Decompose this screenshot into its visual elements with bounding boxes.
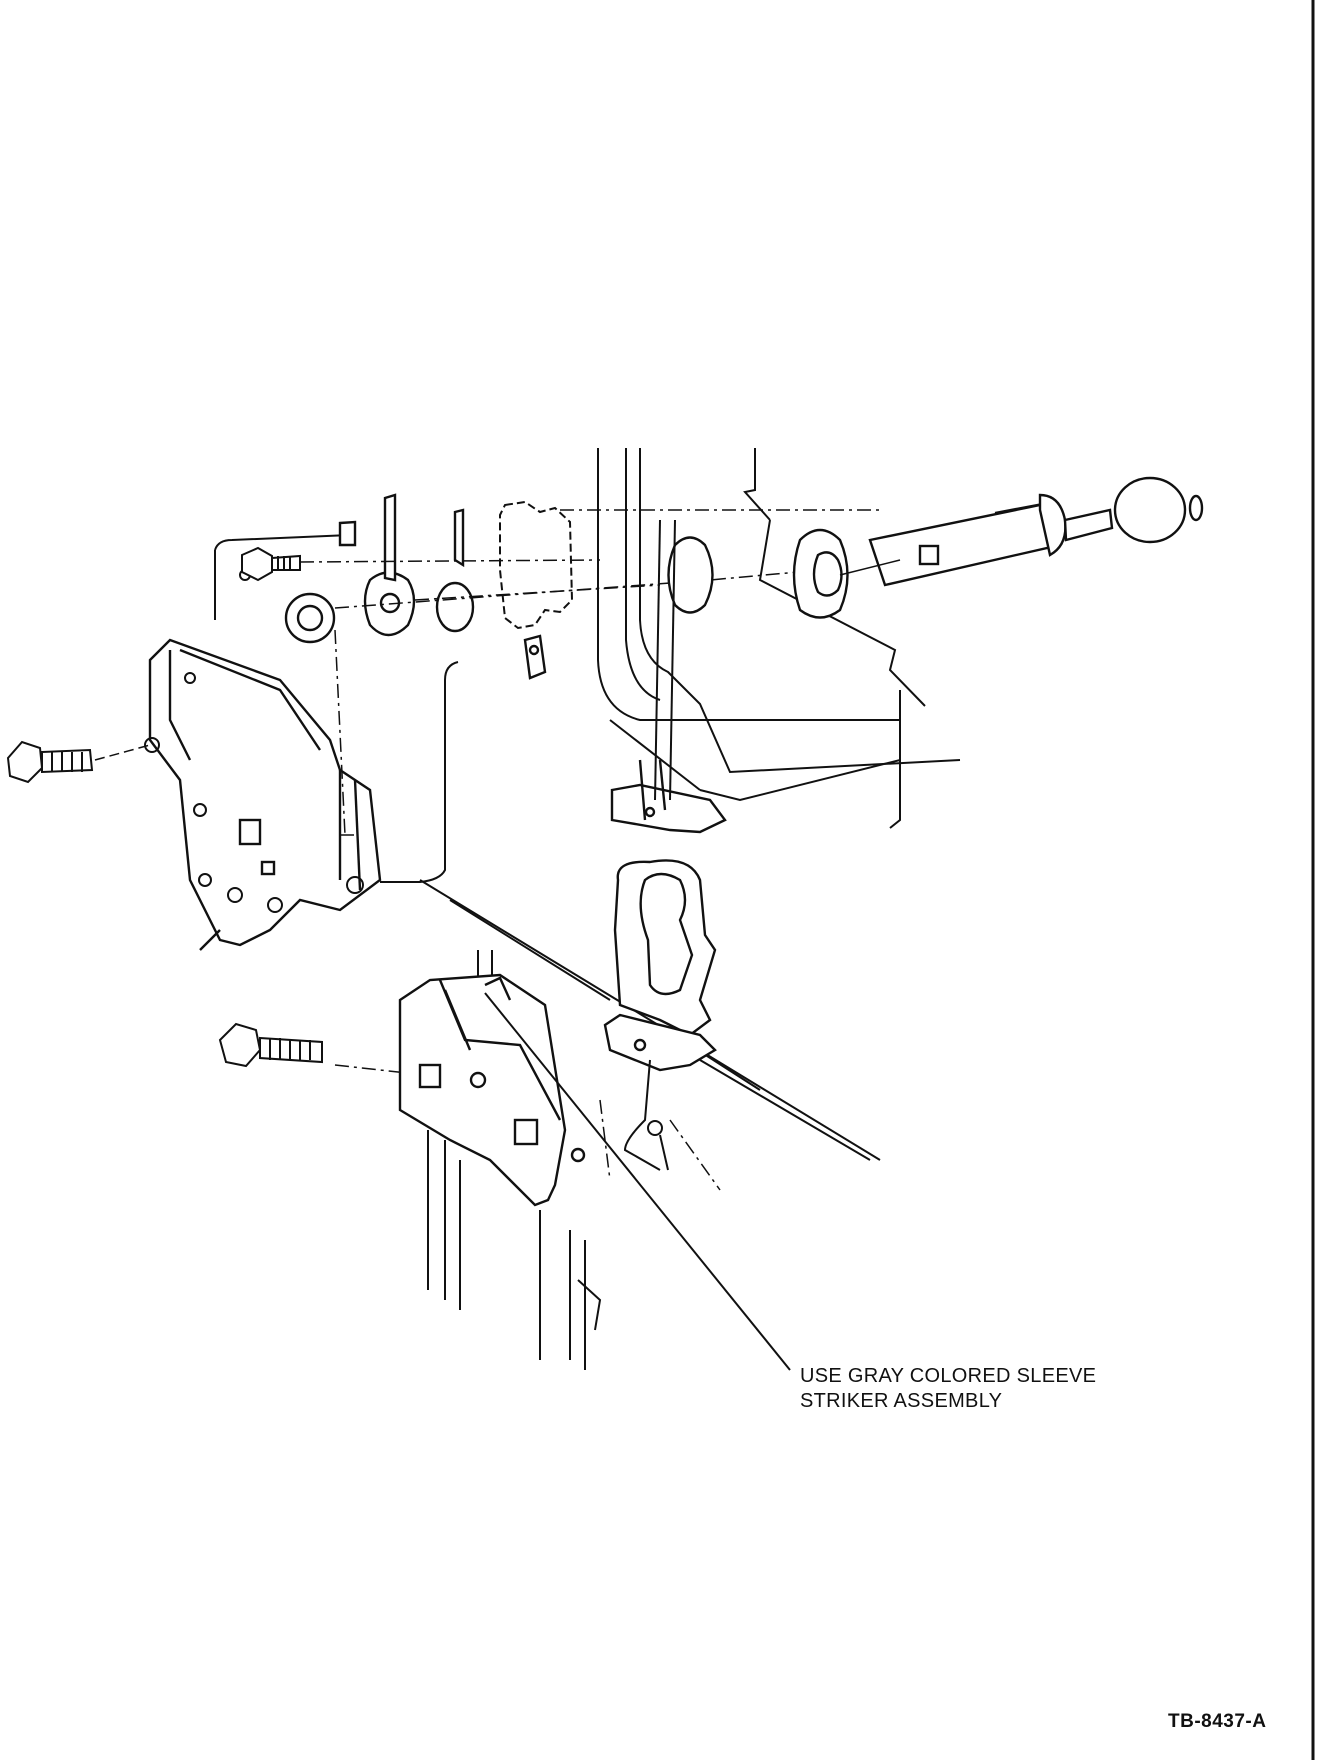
retainer-clips xyxy=(284,493,547,680)
door-panel xyxy=(419,448,961,1161)
figure-id: TB-8437-A xyxy=(1168,1711,1267,1732)
door-latch xyxy=(148,638,382,951)
striker-assembly xyxy=(398,973,586,1207)
latch-screw-upper xyxy=(241,546,301,582)
callout-label: USE GRAY COLORED SLEEVE STRIKER ASSEMBLY xyxy=(800,1364,1096,1414)
key-centerline xyxy=(839,559,901,576)
striker-bolt xyxy=(218,1022,323,1068)
callout-line-2: STRIKER ASSEMBLY xyxy=(800,1390,1003,1412)
lock-cylinder xyxy=(667,476,1204,619)
callout-leader xyxy=(484,992,791,1371)
latch-screw-left xyxy=(6,740,94,784)
latch-rod xyxy=(214,534,459,883)
screw-left-centerline xyxy=(94,744,151,761)
lock-actuator-ghost xyxy=(499,500,574,630)
lock-rod xyxy=(623,519,676,1171)
callout-line-1: USE GRAY COLORED SLEEVE xyxy=(800,1365,1097,1387)
latch-holes xyxy=(144,569,364,913)
lock-rod-bracket xyxy=(603,759,727,1072)
